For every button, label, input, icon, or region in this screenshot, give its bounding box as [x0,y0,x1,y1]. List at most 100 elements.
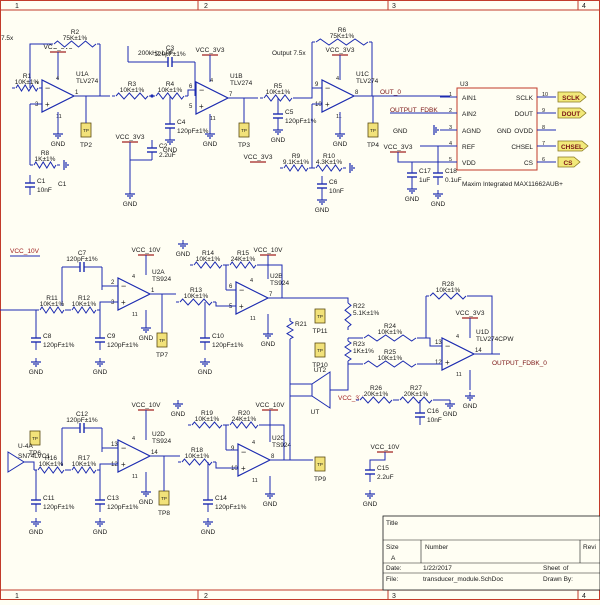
adc-pin-num: 9 [542,108,545,114]
u2a-plus [99,301,118,310]
opamp-u1c-pin-noninv: 10 [315,102,322,108]
opamp-u2b-pin-vcc: 4 [250,278,253,284]
adc-pin-chsel: CHSEL [511,144,533,151]
opamp-u2d-plus-sign: + [121,460,126,469]
title-block [382,515,600,591]
opamp-u1c-plus-sign: + [325,100,330,109]
opamp-u1b-pin-vcc: 4 [210,78,213,84]
tp8-glyph: TP [161,496,167,501]
cap-c10-value: 120pF±1% [212,342,244,349]
gnd-r27-label: GND [443,411,458,418]
u2b-plus [215,302,236,307]
res-r3-value: 10K±1% [120,87,145,94]
opamp-u2d-pin-vee: 11 [132,474,138,480]
port-cs-shape [557,156,581,168]
cap-c18-ref: C18 [445,168,457,175]
res-r26-resistor [359,396,393,404]
res-r12-value: 10K±1% [72,301,97,308]
adc-u3-body [456,87,538,171]
opamp-u2d-minus-sign: − [121,443,126,453]
port-chsel-label: CHSEL [561,144,583,151]
res-r28-value: 10K±1% [436,287,461,294]
opamp-u2a-part: TS924 [152,276,172,283]
cap-c16-value: 10nF [427,417,442,424]
opamp-u2d-pin-out: 14 [151,450,158,456]
res-r4-ref: R4 [166,81,175,88]
cap-c17-ref: C17 [419,168,431,175]
res-r12-ref: R12 [78,295,90,302]
res-r17-ref: R17 [78,455,90,462]
opamp-u1c-minus-sign: − [325,83,330,93]
opamp-u2d-pin-vcc: 4 [132,436,135,442]
opamp-u1a-pin-vee: 11 [56,114,62,120]
adc-pin-cs: CS [524,160,534,167]
top-left-text: 7.5x [1,35,14,42]
port-cs-label: CS [563,160,573,167]
port-sclk-shape [557,91,587,103]
opamp-u2c-pin-vcc: 4 [252,440,255,446]
zone-col-top: 4 [582,3,586,10]
opamp-u1d-pin-vcc: 4 [456,334,459,340]
adc-pin-ref: REF [462,144,475,151]
tp6-label: TP6 [29,450,41,457]
tp2-label: TP2 [80,142,92,149]
opamp-u2b-pin-vee: 11 [250,316,256,322]
opamp-u1d-pin-vee: 11 [456,372,462,378]
res-r23-resistor [344,340,352,362]
res-r25-ref: R25 [384,349,396,356]
opamp-u1d-minus-sign: − [445,341,450,351]
opamp-u1a-minus-sign: − [45,83,50,93]
res-r20-value: 24K±1% [232,416,257,423]
zone-col-top: 2 [204,3,208,10]
res-r1-resistor [15,84,39,92]
tp11-label: TP11 [312,328,327,335]
sheet-of-label: of [563,565,569,572]
adc-pin-num: 3 [449,125,452,131]
cap-c1-ref: C1 [37,178,46,185]
gnd-c6-label: GND [315,207,330,214]
cap-c9-ref: C9 [107,333,116,340]
cap-c15-ref: C15 [377,465,389,472]
u1d-minus [420,337,442,347]
cap-c3-ref: C3 [166,45,175,52]
tp9-glyph: TP [317,462,323,467]
opamp-u1a-ref: U1A [76,71,89,78]
gnd-c17-label: GND [405,196,420,203]
opamp-u1b-symbol [195,81,230,115]
adc-pin-num: 7 [542,141,545,147]
opamp-u2c-ref: U2C [272,435,285,442]
opamp-u2d-pin-noninv: 12 [111,462,118,468]
opamp-u2b-pin-noninv: 5 [229,304,233,310]
out-0-label: OUT_0 [380,89,401,96]
res-r13-ref: R13 [190,287,202,294]
cap-c6-ref: C6 [329,179,338,186]
res-r23-ref: R23 [353,341,365,348]
opamp-u2a-minus-sign: − [121,281,126,291]
opamp-u2a-pin-vcc: 4 [132,274,135,280]
res-r10-resistor [315,164,343,172]
tp10-glyph: TP [317,348,323,353]
vcc-adc: VCC_3V3 [384,144,413,151]
lpf-note: 200kHz LPF [138,50,174,57]
buffer-u4a-part: SN74LVC1 [18,453,50,460]
res-r5-ref: R5 [274,83,283,90]
zone-col-bottom: 3 [392,593,396,600]
res-r9-resistor [283,164,309,172]
opamp-u2d-pin-inv: 13 [111,442,118,448]
opamp-u2d-ref: U2D [152,431,165,438]
res-r1-ref: R1 [23,73,32,80]
tp3-label: TP3 [238,142,250,149]
tp4-label: TP4 [367,142,379,149]
adc-pin-num: 4 [449,141,452,147]
res-r23-value: 1K±1% [353,348,374,355]
file-label: File: [386,576,398,583]
u1d-plus [420,362,443,365]
cap-c2-ref: C2 [159,143,168,150]
res-r2-resistor [53,40,97,48]
junction-dot [150,94,154,98]
gnd-u1a-label: GND [51,141,66,148]
res-r15-value: 24K±1% [231,256,256,263]
res-r21-ref: R21 [295,321,307,328]
opamp-u2d-part: TS924 [152,438,172,445]
res-r14-value: 10K±1% [196,256,221,263]
